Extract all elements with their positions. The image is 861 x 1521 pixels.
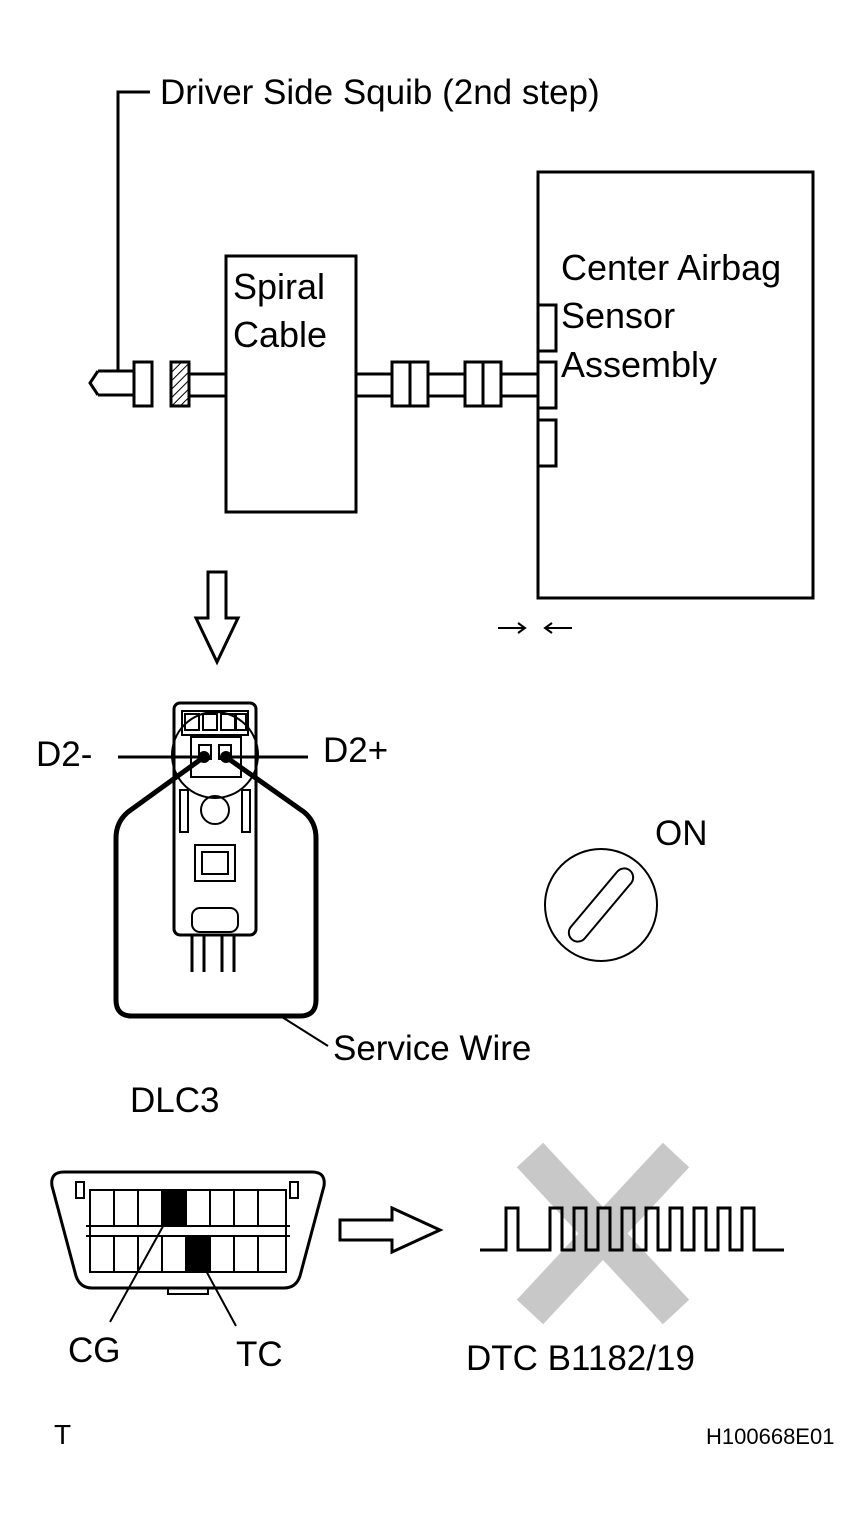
sensor-label-2: Sensor — [561, 295, 675, 336]
dlc3-label: DLC3 — [130, 1081, 219, 1120]
squib-connector-face — [171, 701, 259, 972]
wire-spiral-sensor — [356, 360, 540, 408]
spiral-cable-label-1: Spiral — [233, 266, 325, 307]
corner-mark: T — [54, 1419, 71, 1450]
dlc3-connector — [50, 1170, 326, 1327]
sensor-label-1: Center Airbag — [561, 247, 781, 288]
hollow-down-arrow-icon — [193, 570, 241, 666]
on-label: ON — [655, 814, 708, 853]
center-airbag-sensor-box — [536, 170, 815, 600]
d2-plus-label: D2+ — [323, 731, 388, 770]
dtc-label: DTC B1182/19 — [466, 1339, 695, 1378]
squib-leader — [116, 90, 150, 372]
sensor-label-3: Assembly — [561, 344, 717, 385]
disconnect-arrows-icon — [498, 622, 572, 634]
figure-id: H100668E01 — [706, 1424, 834, 1449]
squib-connector — [88, 360, 154, 408]
wire-squib-spiral — [189, 372, 226, 398]
service-wire — [113, 754, 329, 1047]
service-wire-label: Service Wire — [333, 1029, 531, 1068]
tc-label: TC — [236, 1335, 283, 1374]
cross-mark-icon — [516, 1142, 690, 1325]
cg-label: CG — [68, 1331, 121, 1370]
spiral-cable-label-2: Cable — [233, 314, 327, 355]
hatched-connector — [169, 360, 191, 408]
d2-terminals — [118, 751, 308, 763]
ignition-switch-icon — [544, 848, 658, 962]
squib-label: Driver Side Squib (2nd step) — [160, 73, 600, 112]
spiral-cable-box — [224, 254, 358, 514]
d2-minus-label: D2- — [36, 735, 92, 774]
dtc-waveform — [480, 1206, 784, 1252]
hollow-right-arrow-icon — [338, 1205, 444, 1255]
